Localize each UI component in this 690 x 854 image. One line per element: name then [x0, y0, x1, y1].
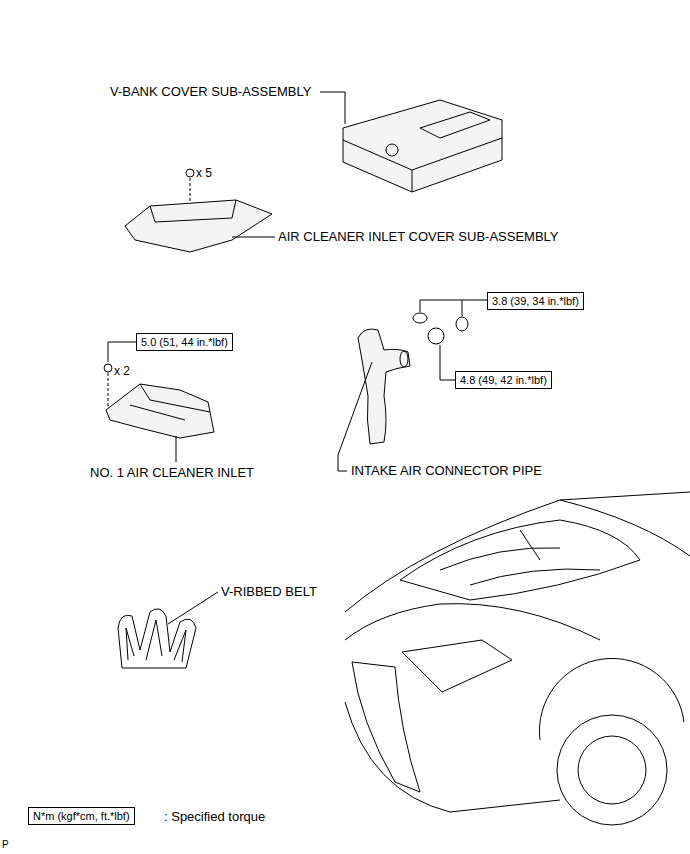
bolt-head	[104, 364, 112, 372]
torque-value: N*m (kgf*cm, ft.*lbf)	[33, 809, 130, 823]
part-label: NO. 1 AIR CLEANER INLET	[90, 465, 254, 480]
torque-value: 4.8 (49, 42 in.*lbf)	[460, 373, 547, 387]
part-label: INTAKE AIR CONNECTOR PIPE	[351, 463, 542, 478]
no1-air-cleaner-inlet	[104, 342, 214, 462]
v-ribbed-belt	[118, 592, 218, 668]
leader-line	[462, 300, 463, 316]
fender-line	[560, 500, 690, 556]
inlet-cover	[125, 169, 275, 252]
duct-rib	[130, 405, 185, 420]
part-label: V-RIBBED BELT	[221, 584, 317, 599]
clamp	[413, 313, 427, 323]
hood-edge	[345, 492, 690, 612]
duct-body	[106, 384, 214, 438]
grille	[352, 662, 420, 792]
leader-line	[338, 362, 372, 471]
part-label: x 5	[196, 166, 212, 181]
belt-outer	[118, 609, 196, 668]
clamp	[428, 328, 444, 344]
cover-plate	[125, 200, 272, 252]
part-label: : Specified torque	[164, 809, 265, 824]
leader-line	[176, 436, 177, 462]
vehicle-illustration	[345, 492, 690, 825]
torque-box: 4.8 (49, 42 in.*lbf)	[455, 371, 552, 389]
torque-value: 5.0 (51, 44 in.*lbf)	[141, 335, 228, 349]
torque-box: 5.0 (51, 44 in.*lbf)	[136, 333, 233, 351]
belt-inner	[126, 620, 186, 662]
leader-line	[232, 237, 275, 238]
pipe-body	[358, 329, 410, 444]
hood-front	[345, 604, 600, 640]
leader-line	[108, 342, 136, 362]
bumper	[345, 702, 560, 812]
part-label: V-BANK COVER SUB-ASSEMBLY	[110, 84, 311, 99]
leader-line	[320, 92, 345, 124]
plate-edge	[150, 200, 236, 222]
engine-detail	[440, 530, 600, 585]
rim	[578, 736, 646, 804]
cover-emblem	[386, 144, 398, 156]
wheel-arch	[539, 658, 684, 740]
duct-edge	[140, 384, 210, 412]
leader-line	[420, 300, 487, 312]
cover-edge	[412, 170, 413, 192]
torque-box: N*m (kgf*cm, ft.*lbf)	[28, 807, 135, 825]
cover-rib	[420, 112, 490, 138]
engine-bay	[400, 520, 640, 600]
cover-edge	[343, 138, 502, 170]
bolt-axis	[108, 373, 109, 408]
cover-outline	[343, 100, 502, 192]
leader-line	[440, 345, 455, 380]
pipe-port	[400, 351, 408, 367]
wheel	[557, 715, 667, 825]
torque-box: 3.8 (39, 34 in.*lbf)	[487, 292, 584, 310]
v-bank-cover	[320, 92, 502, 192]
leader-line	[168, 592, 218, 624]
clamp	[456, 317, 468, 331]
part-label: P	[2, 837, 9, 852]
bolt-head	[186, 169, 194, 177]
headlight	[402, 640, 512, 692]
part-label: x 2	[114, 364, 130, 379]
part-label: AIR CLEANER INLET COVER SUB-ASSEMBLY	[278, 229, 559, 244]
torque-value: 3.8 (39, 34 in.*lbf)	[492, 294, 579, 308]
